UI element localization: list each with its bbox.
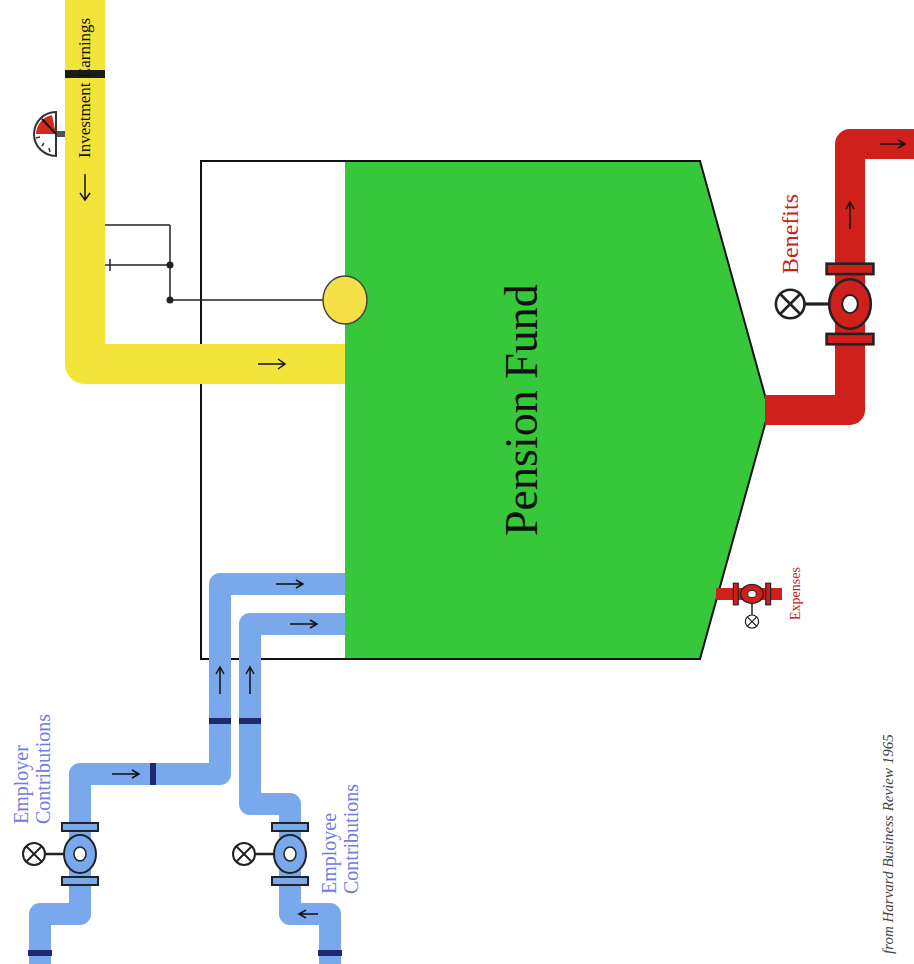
pipe-flange xyxy=(318,950,342,956)
source-caption: from Harvard Business Review 1965 xyxy=(880,734,897,954)
flow-arrow xyxy=(290,620,317,628)
flow-arrow xyxy=(80,174,90,200)
tank-border xyxy=(201,161,769,659)
valve-symbol xyxy=(233,823,308,885)
flow-arrow xyxy=(299,910,318,918)
float-ball xyxy=(323,276,367,324)
valve-symbol xyxy=(733,583,770,628)
tank-title: Pension Fund xyxy=(497,284,548,536)
pipe-flange xyxy=(209,718,231,724)
gauge-symbol xyxy=(34,112,65,156)
pipe-flange xyxy=(150,763,156,785)
flow-arrow xyxy=(276,580,303,588)
tank-body xyxy=(201,161,769,659)
employee-pipe xyxy=(250,624,345,964)
wire-dot xyxy=(167,262,174,269)
pipe-label: Benefits xyxy=(777,194,803,274)
flow-arrow xyxy=(112,770,139,778)
pipe-label: Employee Contributions xyxy=(318,762,362,894)
flow-arrow xyxy=(846,202,854,229)
valve-symbol xyxy=(23,823,98,885)
valve-symbol xyxy=(776,264,874,345)
tank-node: Pension Fund xyxy=(200,160,770,660)
fund-level xyxy=(345,161,769,659)
tank-outline xyxy=(200,160,770,660)
flow-arrow xyxy=(258,359,285,369)
pipe-flange xyxy=(28,950,52,956)
flow-arrow xyxy=(216,667,224,694)
pipe-label: Employer Contributions xyxy=(10,692,54,824)
flow-arrow xyxy=(880,140,905,148)
benefits-pipe xyxy=(765,144,914,410)
pipe-label: Investment Earnings xyxy=(76,18,95,158)
pipe-label: Expenses xyxy=(788,567,803,620)
wire-dot xyxy=(167,297,174,304)
flow-arrow xyxy=(246,667,254,694)
pipe-flange xyxy=(239,718,261,724)
